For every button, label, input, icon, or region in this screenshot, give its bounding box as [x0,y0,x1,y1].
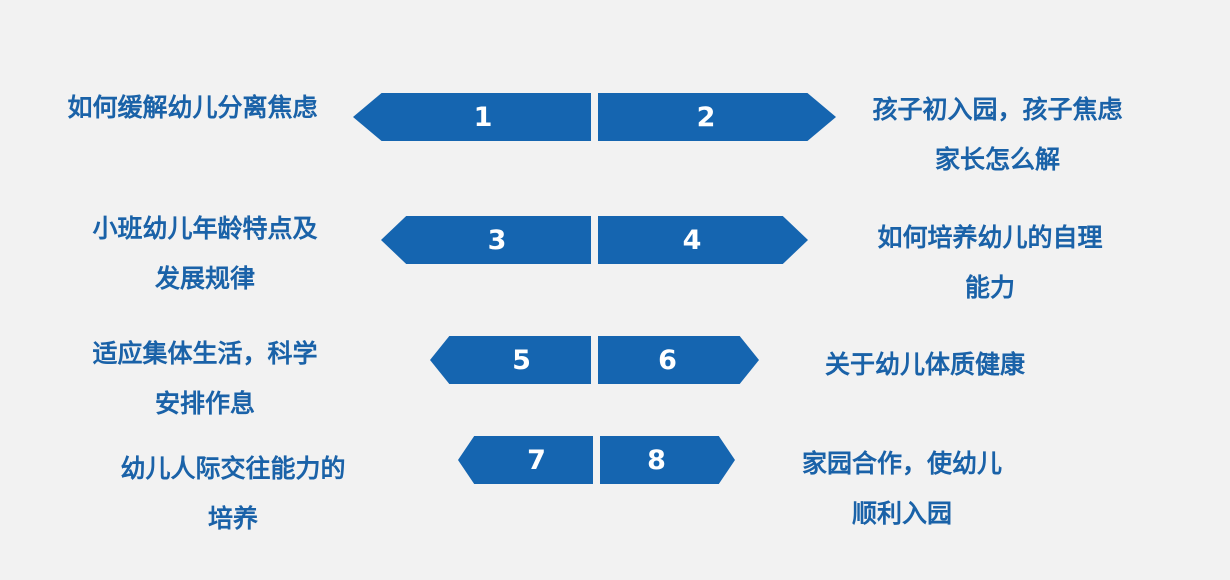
topic-label-3-line-1: 小班幼儿年龄特点及 [92,214,318,243]
topic-arrow-3[interactable]: 3 [381,216,591,264]
topic-label-7-line-1: 幼儿人际交往能力的 [120,454,346,483]
topic-arrow-7[interactable]: 7 [458,436,593,484]
topic-number-6: 6 [658,344,677,376]
topic-label-8-line-2: 顺利入园 [851,499,952,528]
topic-label-4: 如何培养幼儿的自理 能力 [845,213,1135,313]
topic-label-6: 关于幼儿体质健康 [795,340,1055,390]
topic-arrow-8[interactable]: 8 [600,436,735,484]
topic-label-2-line-1: 孩子初入园，孩子焦虑 [872,95,1123,124]
topic-arrow-2[interactable]: 2 [598,93,836,141]
topic-label-2: 孩子初入园，孩子焦虑 家长怎么解 [845,85,1150,185]
topic-label-6-line-1: 关于幼儿体质健康 [824,350,1025,379]
topic-number-5: 5 [512,344,531,376]
topic-label-8: 家园合作，使幼儿 顺利入园 [772,439,1032,539]
topic-number-1: 1 [473,101,493,133]
topic-arrow-4[interactable]: 4 [598,216,808,264]
topic-label-5-line-2: 安排作息 [154,389,255,418]
topic-label-1: 如何缓解幼儿分离焦虑 [40,83,345,133]
topic-label-8-line-1: 家园合作，使幼儿 [801,449,1002,478]
topic-number-2: 2 [696,101,716,133]
topic-label-1-line-1: 如何缓解幼儿分离焦虑 [67,93,318,122]
topic-label-4-line-2: 能力 [964,273,1015,302]
topic-number-4: 4 [682,224,702,256]
topic-label-7: 幼儿人际交往能力的 培养 [88,444,378,544]
topic-label-3-line-2: 发展规律 [154,264,255,293]
topic-label-7-line-2: 培养 [207,504,258,533]
topic-label-5-line-1: 适应集体生活，科学 [92,339,318,368]
topic-number-8: 8 [647,444,666,476]
topic-label-3: 小班幼儿年龄特点及 发展规律 [60,204,350,304]
topic-arrow-5[interactable]: 5 [430,336,591,384]
topic-label-4-line-1: 如何培养幼儿的自理 [877,223,1103,252]
topic-number-3: 3 [487,224,507,256]
topic-arrow-1[interactable]: 1 [353,93,591,141]
topic-arrow-6[interactable]: 6 [598,336,759,384]
topic-label-2-line-2: 家长怎么解 [934,145,1060,174]
topic-number-7: 7 [527,444,546,476]
topic-label-5: 适应集体生活，科学 安排作息 [60,329,350,429]
